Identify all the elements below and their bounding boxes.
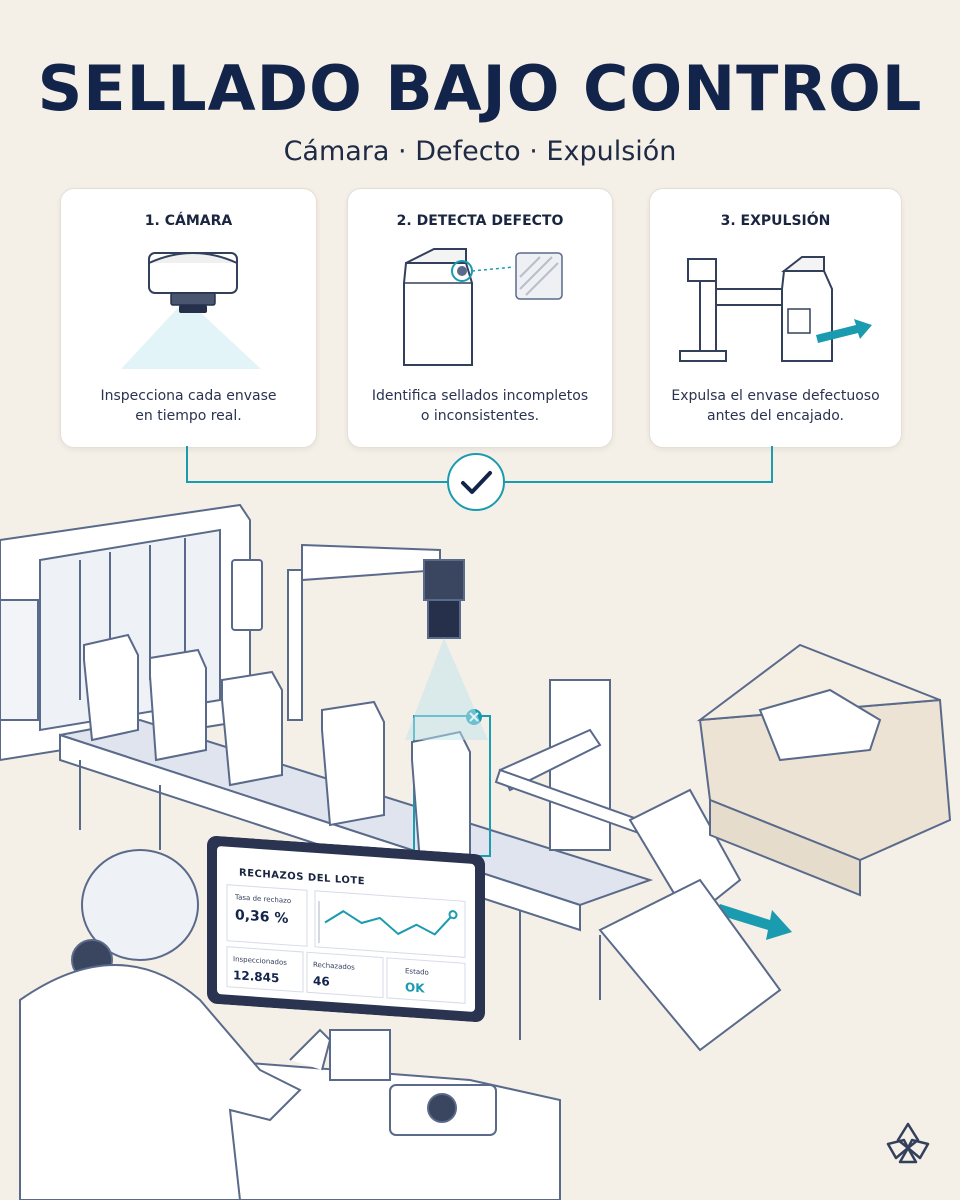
operator — [19, 849, 332, 1200]
flower-logo-icon — [886, 1122, 930, 1164]
trend-end-point — [448, 910, 458, 920]
step-title: 3. EXPULSIÓN — [720, 213, 831, 229]
camera-icon — [121, 252, 261, 369]
rejects-monitor[interactable]: RECHAZOS DEL LOTE Tasa de rechazo 0,36 %… — [207, 835, 485, 1023]
ejector-icon — [679, 256, 872, 362]
step-title: 1. CÁMARA — [144, 213, 233, 229]
step-card-defect: 2. DETECTA DEFECTO Identifica sellados i… — [347, 188, 613, 448]
step-title: 2. DETECTA DEFECTO — [396, 213, 564, 229]
camera-gantry — [287, 543, 465, 721]
steps-connector — [186, 446, 773, 511]
rejected-value: 46 — [313, 973, 330, 989]
step-description: Inspecciona cada envase en tiempo real. — [100, 388, 277, 424]
defect-carton-icon — [403, 248, 563, 366]
camera-beam — [405, 638, 488, 740]
production-line-illustration — [0, 503, 952, 1200]
status-label: Estado — [405, 967, 429, 977]
check-icon — [447, 453, 505, 511]
page-subtitle: Cámara · Defecto · Expulsión — [283, 136, 677, 167]
status-value: OK — [405, 980, 425, 996]
ejector-arm — [494, 679, 642, 851]
step-description: Identifica sellados incompletos o incons… — [371, 388, 589, 424]
step-description: Expulsa el envase defectuoso antes del e… — [671, 388, 880, 424]
ejection-arrow — [716, 904, 792, 940]
packing-box — [696, 643, 952, 897]
page-title: SELLADO BAJO CONTROL — [37, 52, 923, 125]
ejected-carton — [628, 788, 742, 922]
step-card-camera: 1. CÁMARA Inspecciona cada envase en tie… — [60, 188, 317, 448]
cartons — [83, 633, 385, 827]
rejection-trend-line — [324, 910, 454, 936]
step-card-ejection: 3. EXPULSIÓN Expulsa el envase defectuos… — [649, 188, 902, 448]
reject-chute — [598, 878, 782, 1052]
